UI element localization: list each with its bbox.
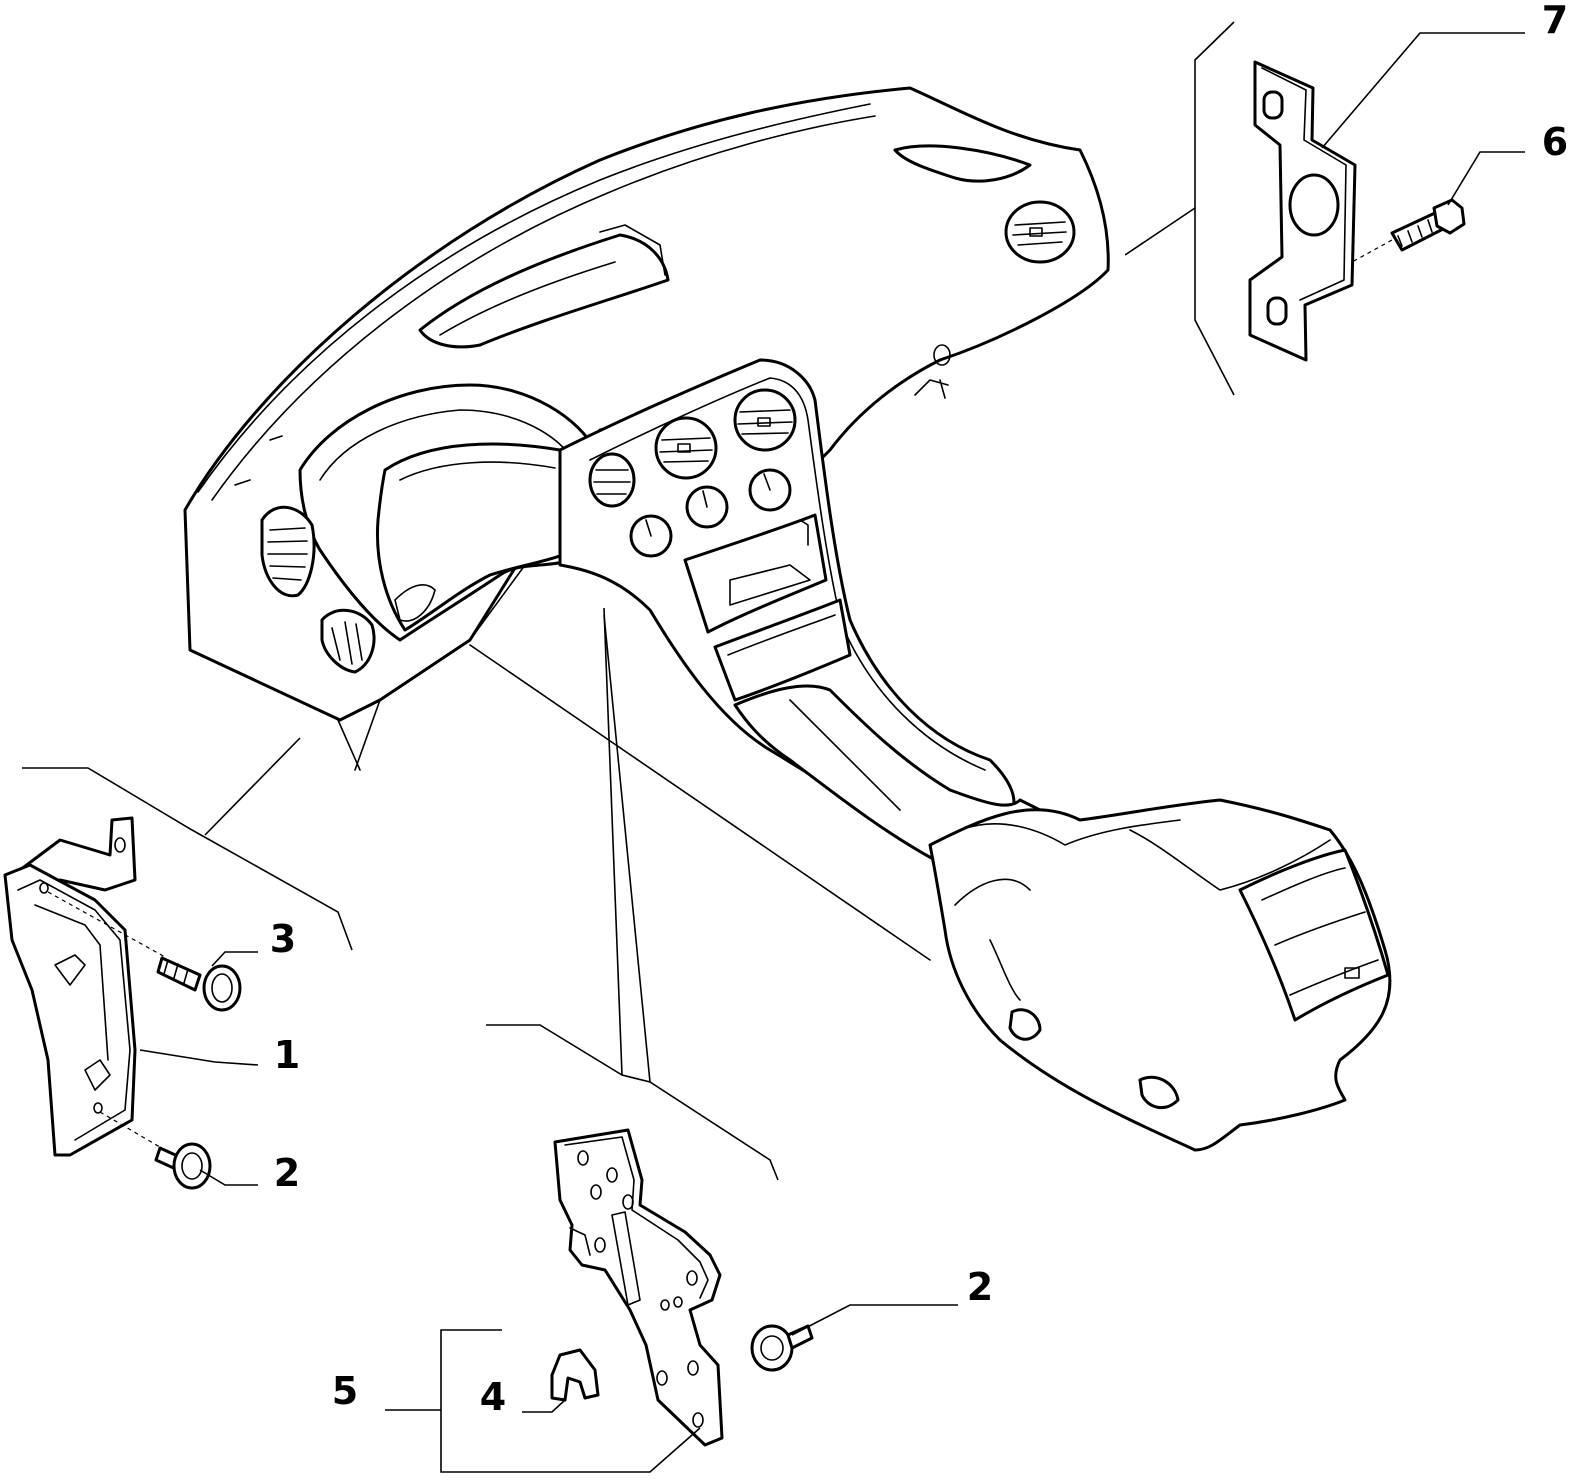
callout-4: 4 — [480, 1375, 506, 1419]
callout-5: 5 — [332, 1369, 358, 1413]
bracket-part-1 — [3, 816, 166, 1157]
bolt-part-6 — [1351, 198, 1466, 263]
screw-part-2-left — [154, 1142, 212, 1190]
callout-3: 3 — [270, 917, 296, 961]
callout-2-left: 2 — [274, 1151, 300, 1195]
callout-1: 1 — [274, 1033, 300, 1077]
bracket-part-5 — [553, 1128, 724, 1447]
callout-6: 6 — [1542, 120, 1568, 164]
callout-7: 7 — [1542, 0, 1568, 42]
bracket-part-7 — [1248, 60, 1357, 362]
screw-part-2-bottom — [750, 1324, 814, 1372]
leader-lines — [22, 21, 1525, 1473]
callout-labels: 7 6 3 1 2 2 5 4 — [270, 0, 1568, 1419]
screw-part-3 — [156, 956, 242, 1012]
callout-2-bottom: 2 — [967, 1265, 993, 1309]
dashboard-assembly — [183, 86, 1392, 1152]
clip-part-4 — [550, 1348, 600, 1402]
